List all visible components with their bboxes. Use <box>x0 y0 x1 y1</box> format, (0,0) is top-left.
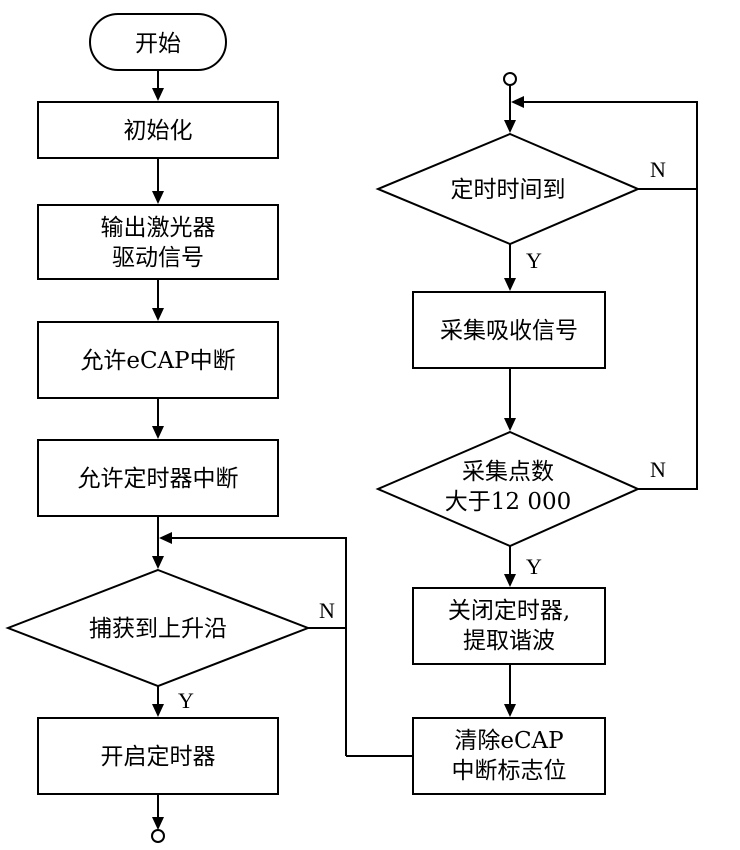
arrow-capture-yes <box>152 704 164 717</box>
arrow-init-laser <box>152 191 164 204</box>
arrow-laser-ecap <box>152 308 164 321</box>
arrow-timer-check-no-loop <box>511 96 524 108</box>
clear-flag-box <box>412 717 606 795</box>
timer-check-no-label: N <box>650 157 666 182</box>
timer-enable-label: 允许定时器中断 <box>78 466 239 492</box>
capture-yes-label: Y <box>178 688 194 713</box>
arrow-start-init <box>152 88 164 101</box>
laser-drive-label-2: 驱动信号 <box>112 245 204 271</box>
arrow-sample-count <box>504 418 516 431</box>
count-check-label-2: 大于12 000 <box>445 489 571 515</box>
timer-check-yes-label: Y <box>526 248 542 273</box>
count-no-label: N <box>650 457 666 482</box>
capture-no-label: N <box>319 598 335 623</box>
capture-edge-label: 捕获到上升沿 <box>89 616 227 642</box>
arrow-capture-no-loop <box>159 532 172 544</box>
arrow-ecap-timer <box>152 426 164 439</box>
ecap-enable-label: 允许eCAP中断 <box>80 348 235 374</box>
edge-capture-no-loop <box>172 537 347 629</box>
edge-count-no-loop <box>638 189 698 490</box>
clear-flag-label-2: 中断标志位 <box>452 758 567 784</box>
count-check-label-1: 采集点数 <box>462 459 554 485</box>
init-box <box>37 101 279 159</box>
sample-label: 采集吸收信号 <box>440 318 578 344</box>
arrow-entry-timer-check <box>504 120 516 133</box>
timer-check-label: 定时时间到 <box>451 177 566 203</box>
laser-drive-label-1: 输出激光器 <box>101 215 216 241</box>
close-timer-label-1: 关闭定时器, <box>448 598 570 624</box>
arrow-close-clear <box>504 704 516 717</box>
arrow-start-timer-exit <box>152 817 164 830</box>
arrow-timer-capture <box>152 556 164 569</box>
arrow-count-yes <box>504 574 516 587</box>
arrow-timer-check-yes <box>504 278 516 291</box>
count-yes-label: Y <box>526 554 542 579</box>
ecap-enable-box <box>37 321 279 399</box>
start-label: 开始 <box>135 31 181 57</box>
laser-drive-box <box>37 204 279 280</box>
clear-flag-label-1: 清除eCAP <box>454 728 563 754</box>
init-label: 初始化 <box>124 118 193 144</box>
start-timer-label: 开启定时器 <box>101 744 216 770</box>
exit-connector <box>151 829 165 843</box>
entry-connector <box>503 72 517 86</box>
edge-timer-check-no-loop <box>524 101 698 190</box>
start-timer-box <box>37 717 279 795</box>
close-timer-box <box>412 587 606 665</box>
close-timer-label-2: 提取谐波 <box>463 628 555 654</box>
